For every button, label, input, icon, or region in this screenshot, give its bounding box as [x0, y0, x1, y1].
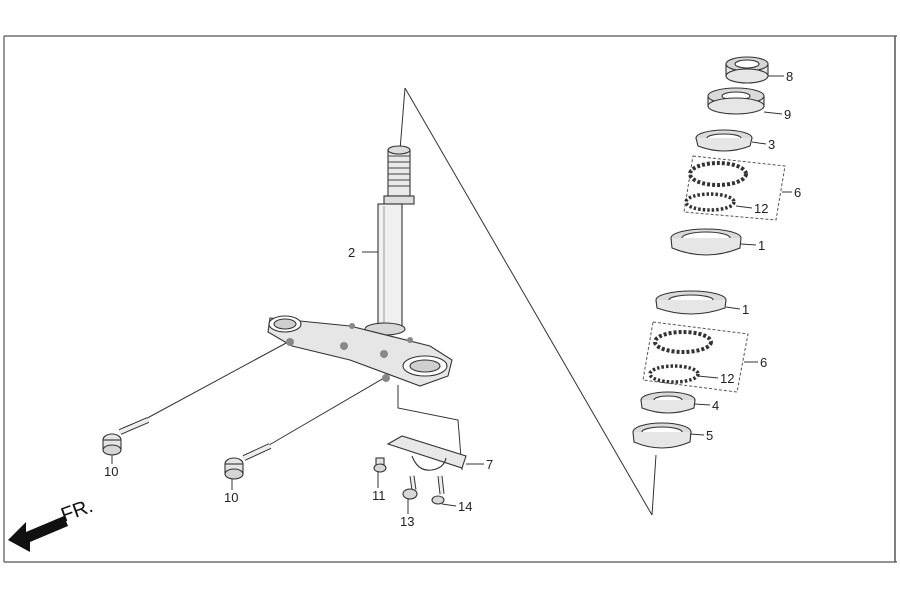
ball-race-part-1-lower [655, 290, 727, 315]
callout-3: 3 [768, 137, 775, 152]
callout-13: 13 [400, 514, 414, 529]
steering-stem-part [364, 145, 415, 336]
exploded-view-guide-lines [139, 87, 657, 516]
callout-12-upper: 12 [754, 201, 768, 216]
steel-ball-set-lower [642, 321, 749, 393]
screw-part-14 [431, 475, 445, 505]
stem-bolt-10-b [224, 443, 272, 480]
callout-labels: 8 9 3 6 12 1 1 6 12 4 5 2 7 10 10 11 13 … [104, 69, 801, 529]
dust-seal-part-5 [632, 422, 692, 449]
screw-part-13 [402, 475, 418, 500]
callout-4: 4 [712, 398, 719, 413]
front-direction-arrow-icon [8, 516, 68, 552]
ball-race-part-1-upper [670, 228, 742, 256]
callout-9: 9 [784, 107, 791, 122]
lower-bracket-part [267, 315, 453, 387]
lower-cone-race-part-4 [640, 391, 696, 414]
callout-12-lower: 12 [720, 371, 734, 386]
stem-bolt-10-a [102, 417, 150, 456]
callout-leader-lines [111, 75, 792, 514]
callout-6-upper: 6 [794, 185, 801, 200]
callout-2: 2 [348, 245, 355, 260]
callout-1-upper: 1 [758, 238, 765, 253]
callout-11: 11 [372, 488, 386, 503]
callout-10-left: 10 [104, 464, 118, 479]
callout-8: 8 [786, 69, 793, 84]
callout-7: 7 [486, 457, 493, 472]
callout-10-right: 10 [224, 490, 238, 505]
cable-clamp-bracket-part [386, 435, 467, 471]
callout-14: 14 [458, 499, 472, 514]
callout-6-lower: 6 [760, 355, 767, 370]
callout-5: 5 [706, 428, 713, 443]
lock-nut-part-8 [725, 56, 769, 84]
adjust-nut-part-9 [707, 87, 765, 115]
callout-1-lower: 1 [742, 302, 749, 317]
steel-ball-set-upper [683, 155, 786, 221]
screw-part-11 [373, 457, 387, 473]
upper-cone-race-part-3 [695, 129, 753, 152]
